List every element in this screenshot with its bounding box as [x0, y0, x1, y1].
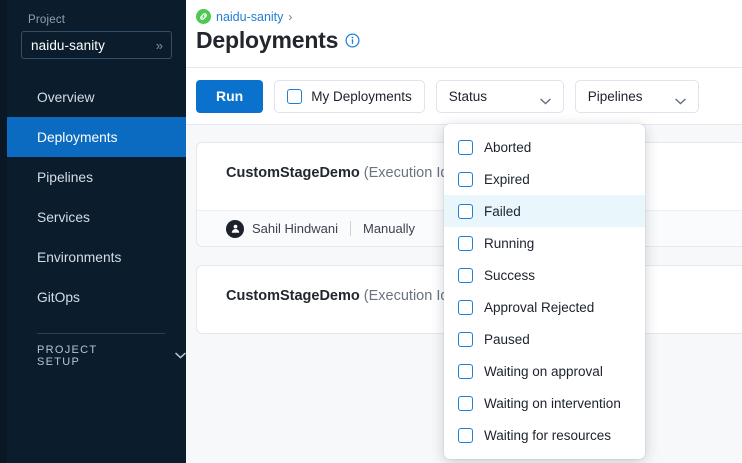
- sidebar-item-label: Overview: [37, 90, 95, 105]
- status-option-checkbox[interactable]: [458, 396, 473, 411]
- status-option-label: Success: [484, 268, 535, 283]
- page-title-row: Deployments: [186, 24, 742, 67]
- status-option-label: Expired: [484, 172, 530, 187]
- run-button[interactable]: Run: [196, 80, 263, 113]
- status-option-approval-rejected[interactable]: Approval Rejected: [444, 291, 645, 323]
- status-option-label: Running: [484, 236, 534, 251]
- status-option-checkbox[interactable]: [458, 172, 473, 187]
- project-selector[interactable]: naidu-sanity »: [21, 31, 172, 59]
- status-option-checkbox[interactable]: [458, 204, 473, 219]
- project-setup-label: PROJECT SETUP: [37, 344, 137, 368]
- status-option-label: Approval Rejected: [484, 300, 594, 315]
- deployment-execution-id: (Execution Id: [364, 165, 449, 181]
- status-option-success[interactable]: Success: [444, 259, 645, 291]
- chevron-down-icon: [675, 93, 686, 100]
- sidebar-item-environments[interactable]: Environments: [7, 237, 186, 277]
- status-option-checkbox[interactable]: [458, 140, 473, 155]
- deployment-execution-id: (Execution Id: [364, 288, 449, 304]
- status-option-label: Aborted: [484, 140, 531, 155]
- status-option-checkbox[interactable]: [458, 300, 473, 315]
- status-option-aborted[interactable]: Aborted: [444, 131, 645, 163]
- status-option-expired[interactable]: Expired: [444, 163, 645, 195]
- sidebar-item-overview[interactable]: Overview: [7, 77, 186, 117]
- deployment-trigger: Manually: [363, 221, 415, 236]
- status-option-label: Waiting on intervention: [484, 396, 621, 411]
- status-option-label: Waiting on approval: [484, 364, 603, 379]
- double-chevron-right-icon: »: [156, 39, 163, 52]
- deployment-name: CustomStageDemo: [226, 288, 360, 304]
- status-option-label: Paused: [484, 332, 530, 347]
- status-option-waiting-on-approval[interactable]: Waiting on approval: [444, 355, 645, 387]
- page-title: Deployments: [196, 27, 338, 54]
- sidebar-nav: Overview Deployments Pipelines Services …: [7, 77, 186, 317]
- status-filter-label: Status: [449, 89, 487, 104]
- status-option-running[interactable]: Running: [444, 227, 645, 259]
- deployment-name: CustomStageDemo: [226, 165, 360, 181]
- status-option-waiting-for-resources[interactable]: Waiting for resources: [444, 419, 645, 451]
- status-filter-dropdown[interactable]: Status: [436, 80, 564, 113]
- sidebar-item-label: GitOps: [37, 290, 80, 305]
- chevron-down-icon: [175, 350, 186, 362]
- sidebar-item-services[interactable]: Services: [7, 197, 186, 237]
- breadcrumb-separator: ›: [288, 10, 292, 24]
- pipelines-filter-label: Pipelines: [588, 89, 643, 104]
- status-option-checkbox[interactable]: [458, 332, 473, 347]
- chevron-down-icon: [540, 93, 551, 100]
- sidebar-item-pipelines[interactable]: Pipelines: [7, 157, 186, 197]
- status-option-checkbox[interactable]: [458, 268, 473, 283]
- my-deployments-filter[interactable]: My Deployments: [274, 80, 425, 113]
- sidebar: Project naidu-sanity » Overview Deployme…: [7, 0, 186, 463]
- sidebar-item-label: Services: [37, 210, 90, 225]
- sidebar-item-deployments[interactable]: Deployments: [7, 117, 186, 157]
- sidebar-item-label: Environments: [37, 250, 121, 265]
- pipelines-filter-dropdown[interactable]: Pipelines: [575, 80, 699, 113]
- breadcrumb-link-project[interactable]: naidu-sanity: [216, 10, 283, 24]
- deployment-user: Sahil Hindwani: [252, 221, 338, 236]
- status-option-label: Failed: [484, 204, 521, 219]
- filters-toolbar: Run My Deployments Status Pipelines: [186, 68, 742, 125]
- info-icon[interactable]: [345, 33, 360, 48]
- breadcrumb: naidu-sanity ›: [186, 9, 742, 24]
- status-option-checkbox[interactable]: [458, 364, 473, 379]
- avatar: [226, 220, 244, 238]
- project-label: Project: [7, 0, 186, 31]
- status-option-checkbox[interactable]: [458, 236, 473, 251]
- module-rail: [0, 0, 7, 463]
- page-header: naidu-sanity › Deployments: [186, 0, 742, 68]
- sidebar-item-label: Deployments: [37, 130, 118, 145]
- status-option-failed[interactable]: Failed: [444, 195, 645, 227]
- status-option-paused[interactable]: Paused: [444, 323, 645, 355]
- status-dropdown-menu: Aborted Expired Failed Running Success A…: [444, 124, 645, 459]
- sidebar-item-gitops[interactable]: GitOps: [7, 277, 186, 317]
- status-option-label: Waiting for resources: [484, 428, 611, 443]
- status-option-checkbox[interactable]: [458, 428, 473, 443]
- my-deployments-checkbox[interactable]: [287, 89, 302, 104]
- status-option-waiting-on-intervention[interactable]: Waiting on intervention: [444, 387, 645, 419]
- sidebar-item-label: Pipelines: [37, 170, 93, 185]
- footer-separator: [350, 221, 351, 236]
- project-selector-value: naidu-sanity: [31, 38, 105, 53]
- project-setup-section[interactable]: PROJECT SETUP: [7, 334, 186, 378]
- my-deployments-label: My Deployments: [311, 89, 412, 104]
- project-green-icon: [196, 9, 211, 24]
